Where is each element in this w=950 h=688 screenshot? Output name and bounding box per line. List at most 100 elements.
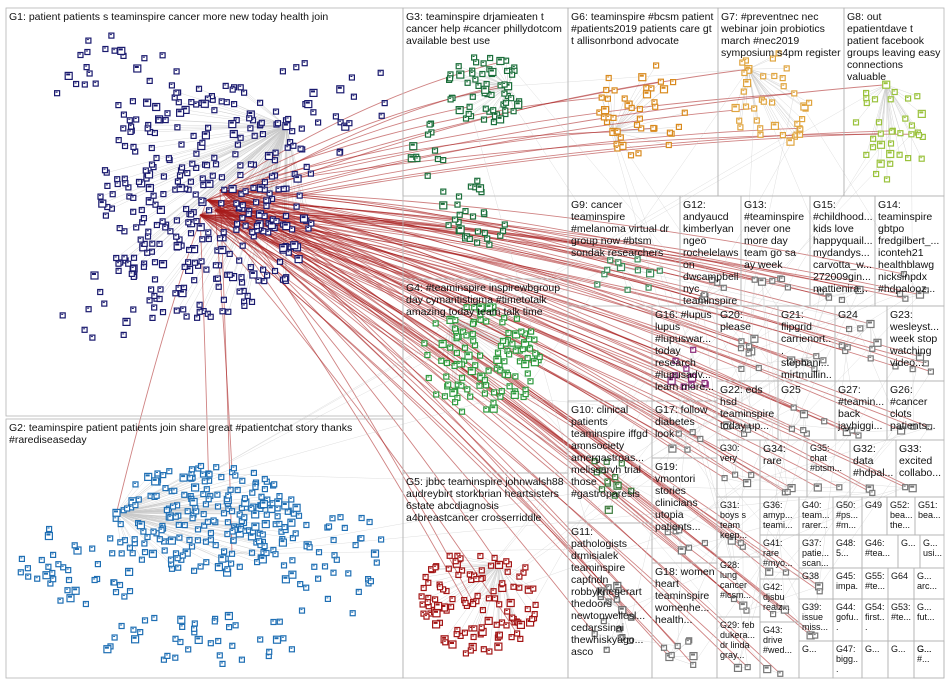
node-g2[interactable] [150, 528, 157, 535]
node-g6[interactable] [614, 128, 621, 135]
node-g1[interactable] [234, 220, 241, 227]
node-g32[interactable] [869, 489, 876, 496]
node-g2[interactable] [214, 503, 222, 510]
node-g5[interactable] [422, 573, 429, 581]
node-g39[interactable] [812, 632, 819, 639]
node-g3[interactable] [487, 54, 494, 62]
node-g2[interactable] [193, 508, 200, 515]
node-g2[interactable] [226, 623, 233, 631]
node-g9[interactable] [645, 269, 655, 278]
node-g1[interactable] [273, 218, 280, 225]
node-g7[interactable] [771, 72, 778, 80]
node-g2[interactable] [118, 622, 125, 630]
node-g4[interactable] [453, 349, 460, 356]
node-g4[interactable] [469, 320, 477, 327]
node-g2[interactable] [224, 566, 231, 573]
node-g4[interactable] [458, 408, 466, 415]
node-g6[interactable] [643, 84, 650, 91]
node-g1[interactable] [233, 200, 240, 207]
node-g2[interactable] [57, 597, 64, 604]
node-g1[interactable] [160, 173, 167, 180]
node-g1[interactable] [198, 258, 205, 265]
node-g5[interactable] [442, 639, 449, 646]
node-g1[interactable] [257, 99, 264, 106]
node-g2[interactable] [330, 569, 337, 576]
node-g2[interactable] [276, 618, 283, 625]
node-g1[interactable] [157, 286, 164, 293]
node-g2[interactable] [172, 654, 179, 661]
node-g23[interactable] [892, 363, 899, 370]
node-g1[interactable] [238, 274, 245, 281]
node-g4[interactable] [438, 357, 445, 364]
node-g2[interactable] [174, 555, 181, 562]
node-g5[interactable] [484, 616, 493, 626]
node-g3[interactable] [497, 232, 504, 239]
node-g2[interactable] [216, 652, 223, 659]
node-g3[interactable] [480, 116, 488, 123]
node-g7[interactable] [742, 103, 750, 110]
node-g5[interactable] [508, 633, 515, 641]
node-g6[interactable] [600, 105, 610, 115]
node-g3[interactable] [481, 229, 488, 237]
node-g1[interactable] [218, 174, 225, 181]
node-g6[interactable] [666, 129, 674, 136]
node-g2[interactable] [197, 563, 204, 570]
node-g2[interactable] [191, 483, 200, 492]
node-g13[interactable] [769, 277, 776, 284]
node-g2[interactable] [129, 550, 136, 557]
node-g2[interactable] [91, 576, 98, 584]
node-g12[interactable] [701, 291, 708, 298]
node-g4[interactable] [493, 355, 502, 364]
node-g2[interactable] [236, 563, 243, 570]
node-g16[interactable] [701, 379, 708, 387]
node-g8[interactable] [883, 176, 891, 183]
node-g3[interactable] [501, 221, 508, 228]
node-g2[interactable] [112, 588, 120, 596]
node-g10[interactable] [591, 458, 598, 465]
node-g8[interactable] [887, 160, 894, 167]
node-g1[interactable] [284, 144, 291, 151]
node-g1[interactable] [223, 99, 230, 106]
node-g24[interactable] [869, 345, 876, 352]
node-g2[interactable] [306, 544, 313, 551]
node-g3[interactable] [447, 96, 454, 103]
node-g2[interactable] [138, 556, 145, 563]
node-g1[interactable] [261, 186, 268, 193]
node-g4[interactable] [484, 303, 494, 312]
node-g1[interactable] [203, 266, 210, 273]
node-g2[interactable] [355, 588, 362, 596]
node-g21[interactable] [811, 365, 818, 373]
node-g33[interactable] [902, 484, 909, 491]
node-g43[interactable] [777, 670, 784, 677]
node-g1[interactable] [98, 199, 107, 208]
node-g6[interactable] [617, 134, 624, 141]
node-g2[interactable] [261, 542, 268, 550]
node-g1[interactable] [218, 200, 225, 207]
node-g2[interactable] [55, 561, 62, 568]
node-g4[interactable] [483, 406, 490, 413]
node-g2[interactable] [141, 617, 149, 624]
node-g1[interactable] [258, 119, 265, 126]
node-g3[interactable] [496, 56, 505, 66]
node-g19[interactable] [685, 544, 693, 551]
node-g6[interactable] [652, 103, 659, 110]
node-g2[interactable] [252, 483, 259, 490]
node-g1[interactable] [212, 161, 220, 168]
node-g1[interactable] [248, 298, 256, 305]
node-g1[interactable] [164, 110, 171, 117]
node-g3[interactable] [504, 67, 511, 75]
node-g1[interactable] [241, 89, 248, 96]
node-g10[interactable] [628, 487, 635, 494]
node-g1[interactable] [308, 220, 315, 227]
node-g1[interactable] [173, 241, 182, 251]
node-g2[interactable] [200, 491, 207, 498]
node-g1[interactable] [144, 233, 152, 240]
node-g4[interactable] [532, 350, 539, 357]
node-g2[interactable] [224, 530, 231, 538]
node-g1[interactable] [180, 306, 187, 313]
node-g4[interactable] [458, 382, 465, 389]
node-g8[interactable] [852, 119, 860, 126]
node-g2[interactable] [274, 513, 281, 520]
node-g25[interactable] [803, 430, 810, 437]
node-g1[interactable] [315, 119, 322, 126]
